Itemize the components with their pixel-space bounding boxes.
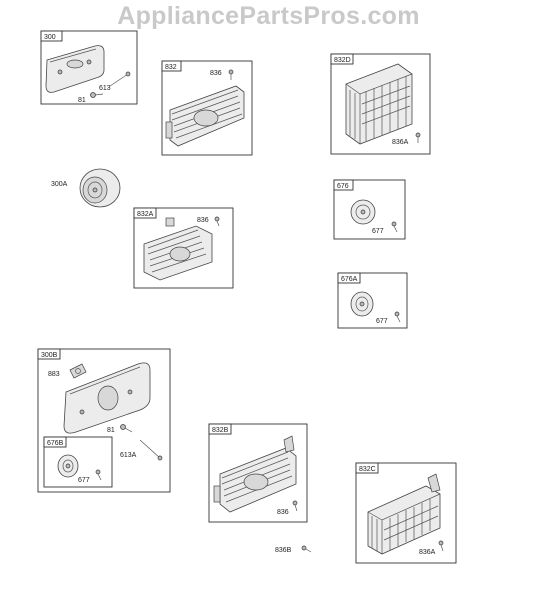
screw-81-300B[interactable]: [120, 424, 133, 433]
screw-836A[interactable]: [415, 132, 421, 143]
guard-832D-part[interactable]: [345, 63, 413, 145]
screw-81[interactable]: [90, 92, 104, 98]
gasket-883[interactable]: [69, 363, 87, 379]
group-836B[interactable]: 836B: [275, 545, 312, 554]
group-676[interactable]: 676 677: [333, 179, 406, 240]
tag-300A: 300A: [51, 181, 68, 188]
guard-832-part[interactable]: [165, 85, 245, 147]
label-613A: 613A: [120, 452, 137, 459]
label-677: 677: [372, 228, 384, 235]
muffler-300B-part[interactable]: [63, 362, 151, 434]
group-832C[interactable]: 832C 836A: [355, 462, 457, 564]
group-300[interactable]: 300 613 81: [40, 30, 138, 105]
screw-677-676A[interactable]: [394, 311, 401, 323]
tag-676: 676: [337, 183, 349, 190]
group-832A[interactable]: 832A 836: [133, 207, 234, 289]
tag-832B: 832B: [212, 427, 229, 434]
screw-677[interactable]: [391, 221, 398, 233]
tag-300: 300: [44, 34, 56, 41]
label-81-300B: 81: [107, 427, 115, 434]
screw-677-676B[interactable]: [95, 469, 102, 481]
screw-836-832A[interactable]: [214, 216, 220, 227]
label-836-832A: 836: [197, 217, 209, 224]
guard-832A-part[interactable]: [143, 217, 213, 281]
tag-836B: 836B: [275, 547, 292, 554]
tag-832C: 832C: [359, 466, 376, 473]
screen-676-part[interactable]: [350, 199, 376, 225]
guard-832B-part[interactable]: [213, 435, 297, 513]
screw-836[interactable]: [228, 69, 234, 80]
label-836A-832C: 836A: [419, 549, 436, 556]
label-81: 81: [78, 97, 86, 104]
label-836: 836: [210, 70, 222, 77]
label-836-832B: 836: [277, 509, 289, 516]
tag-832A: 832A: [137, 211, 154, 218]
watermark-text: AppliancePartsPros.com: [117, 2, 420, 30]
tag-832D: 832D: [334, 57, 351, 64]
bolt-613A[interactable]: [139, 439, 163, 461]
muffler-300-part[interactable]: [45, 45, 105, 93]
label-836A: 836A: [392, 139, 409, 146]
screw-836B[interactable]: [301, 545, 312, 553]
screen-676A-part[interactable]: [350, 291, 374, 317]
group-676A[interactable]: 676A 677: [337, 272, 408, 329]
label-883: 883: [48, 371, 60, 378]
tag-676B: 676B: [47, 440, 64, 447]
group-832D[interactable]: 832D 836A: [330, 53, 431, 155]
label-613: 613: [99, 85, 111, 92]
group-300B[interactable]: 300B 883 81 613A: [37, 348, 171, 493]
screw-836-832B[interactable]: [292, 500, 298, 512]
label-677-676B: 677: [78, 477, 90, 484]
screw-836A-832C[interactable]: [438, 540, 444, 552]
label-677-676A: 677: [376, 318, 388, 325]
guard-832C-part[interactable]: [367, 473, 441, 555]
bolt-613[interactable]: [109, 71, 131, 87]
tag-832: 832: [165, 64, 177, 71]
tag-676A: 676A: [341, 276, 358, 283]
group-832B[interactable]: 832B 836: [208, 423, 308, 523]
tag-300B: 300B: [41, 352, 58, 359]
group-832[interactable]: 832 836: [161, 60, 253, 156]
muffler-300A-part[interactable]: [79, 168, 121, 208]
group-300A[interactable]: 300A: [51, 168, 121, 208]
screen-676B-part[interactable]: [57, 454, 79, 478]
group-676B[interactable]: 676B 677: [43, 436, 113, 488]
